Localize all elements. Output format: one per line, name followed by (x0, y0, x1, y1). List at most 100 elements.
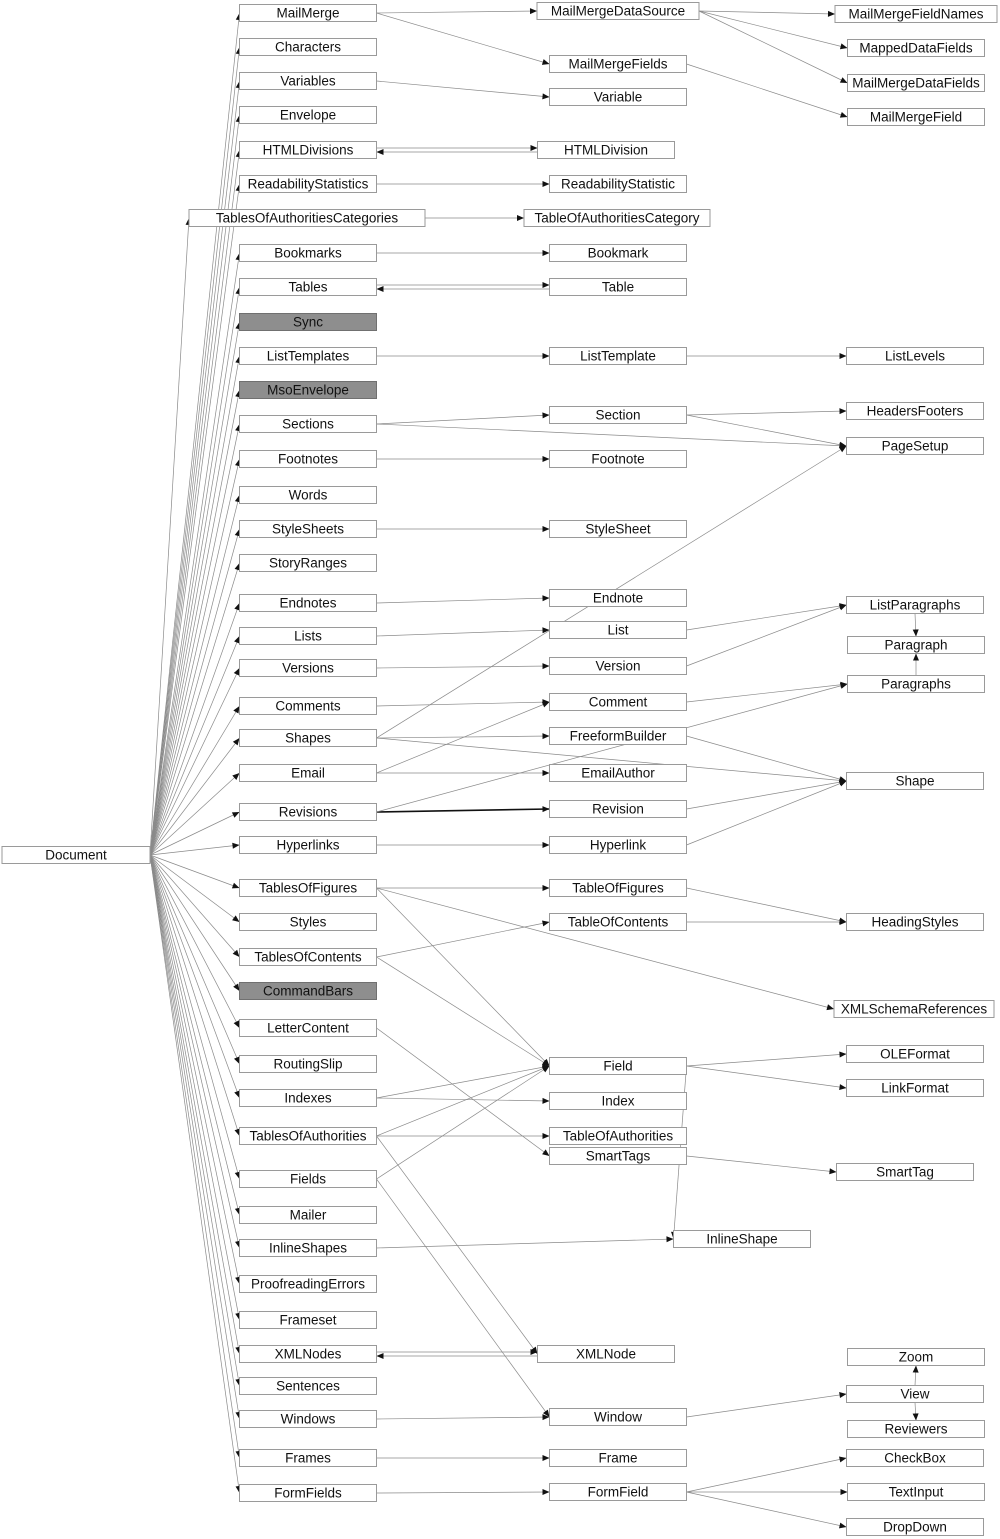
node-command-bars[interactable]: CommandBars (239, 982, 377, 1000)
node-routing-slip[interactable]: RoutingSlip (239, 1055, 377, 1073)
node-section[interactable]: Section (549, 406, 687, 424)
node-words[interactable]: Words (239, 486, 377, 504)
node-windows[interactable]: Windows (239, 1410, 377, 1428)
node-smart-tags[interactable]: SmartTags (549, 1147, 687, 1165)
node-heading-styles[interactable]: HeadingStyles (846, 913, 984, 931)
node-box (239, 175, 377, 193)
node-frameset[interactable]: Frameset (239, 1311, 377, 1329)
node-inline-shape[interactable]: InlineShape (673, 1230, 811, 1248)
node-freeform-builder[interactable]: FreeformBuilder (549, 727, 687, 745)
node-sync[interactable]: Sync (239, 313, 377, 331)
node-bookmarks[interactable]: Bookmarks (239, 244, 377, 262)
node-sentences[interactable]: Sentences (239, 1377, 377, 1395)
node-indexes[interactable]: Indexes (239, 1089, 377, 1107)
node-link-format[interactable]: LinkFormat (846, 1079, 984, 1097)
node-comment[interactable]: Comment (549, 693, 687, 711)
node-variable[interactable]: Variable (549, 88, 687, 106)
node-mail-merge-fields[interactable]: MailMergeFields (549, 55, 687, 73)
node-email[interactable]: Email (239, 764, 377, 782)
node-shape[interactable]: Shape (846, 772, 984, 790)
node-list-levels[interactable]: ListLevels (846, 347, 984, 365)
node-hyperlink[interactable]: Hyperlink (549, 836, 687, 854)
node-xml-schema-references[interactable]: XMLSchemaReferences (833, 1000, 995, 1018)
node-xml-node[interactable]: XMLNode (537, 1345, 675, 1363)
node-endnotes[interactable]: Endnotes (239, 594, 377, 612)
node-frame[interactable]: Frame (549, 1449, 687, 1467)
node-sections[interactable]: Sections (239, 415, 377, 433)
node-table-of-authorities-category[interactable]: TableOfAuthoritiesCategory (523, 209, 711, 227)
node-characters[interactable]: Characters (239, 38, 377, 56)
node-list-templates[interactable]: ListTemplates (239, 347, 377, 365)
node-table-of-authorities[interactable]: TableOfAuthorities (549, 1127, 687, 1145)
node-document[interactable]: Document (1, 846, 151, 864)
node-tables[interactable]: Tables (239, 278, 377, 296)
node-hyperlinks[interactable]: Hyperlinks (239, 836, 377, 854)
node-comments[interactable]: Comments (239, 697, 377, 715)
node-form-fields[interactable]: FormFields (239, 1484, 377, 1502)
node-frames[interactable]: Frames (239, 1449, 377, 1467)
node-proofreading-errors[interactable]: ProofreadingErrors (239, 1275, 377, 1293)
node-ole-format[interactable]: OLEFormat (846, 1045, 984, 1063)
node-email-author[interactable]: EmailAuthor (549, 764, 687, 782)
node-text-input[interactable]: TextInput (847, 1483, 985, 1501)
node-variables[interactable]: Variables (239, 72, 377, 90)
node-mail-merge-field-names[interactable]: MailMergeFieldNames (834, 5, 998, 23)
node-mail-merge-field[interactable]: MailMergeField (847, 108, 985, 126)
node-xml-nodes[interactable]: XMLNodes (239, 1345, 377, 1363)
node-version[interactable]: Version (549, 657, 687, 675)
node-readability-statistics[interactable]: ReadabilityStatistics (239, 175, 377, 193)
node-mail-merge-data-fields[interactable]: MailMergeDataFields (847, 74, 985, 92)
node-table-of-figures[interactable]: TableOfFigures (549, 879, 687, 897)
node-style-sheet[interactable]: StyleSheet (549, 520, 687, 538)
node-revision[interactable]: Revision (549, 800, 687, 818)
node-fields[interactable]: Fields (239, 1170, 377, 1188)
node-window[interactable]: Window (549, 1408, 687, 1426)
node-readability-statistic[interactable]: ReadabilityStatistic (549, 175, 687, 193)
node-inline-shapes[interactable]: InlineShapes (239, 1239, 377, 1257)
node-revisions[interactable]: Revisions (239, 803, 377, 821)
node-check-box[interactable]: CheckBox (846, 1449, 984, 1467)
node-zoom[interactable]: Zoom (847, 1348, 985, 1366)
node-list-template[interactable]: ListTemplate (549, 347, 687, 365)
node-tables-of-authorities-categories[interactable]: TablesOfAuthoritiesCategories (188, 209, 426, 227)
node-reviewers[interactable]: Reviewers (847, 1420, 985, 1438)
node-drop-down[interactable]: DropDown (846, 1518, 984, 1536)
node-view[interactable]: View (846, 1385, 984, 1403)
node-story-ranges[interactable]: StoryRanges (239, 554, 377, 572)
node-html-divisions[interactable]: HTMLDivisions (239, 141, 377, 159)
node-letter-content[interactable]: LetterContent (239, 1019, 377, 1037)
node-endnote[interactable]: Endnote (549, 589, 687, 607)
node-bookmark[interactable]: Bookmark (549, 244, 687, 262)
node-mailer[interactable]: Mailer (239, 1206, 377, 1224)
node-index[interactable]: Index (549, 1092, 687, 1110)
node-tables-of-contents[interactable]: TablesOfContents (239, 948, 377, 966)
node-versions[interactable]: Versions (239, 659, 377, 677)
node-lists[interactable]: Lists (239, 627, 377, 645)
node-shapes[interactable]: Shapes (239, 729, 377, 747)
node-mso-envelope[interactable]: MsoEnvelope (239, 381, 377, 399)
node-list[interactable]: List (549, 621, 687, 639)
node-style-sheets[interactable]: StyleSheets (239, 520, 377, 538)
arrowhead-xml-nodes (376, 1353, 384, 1359)
node-paragraphs[interactable]: Paragraphs (847, 675, 985, 693)
node-tables-of-figures[interactable]: TablesOfFigures (239, 879, 377, 897)
node-footnotes[interactable]: Footnotes (239, 450, 377, 468)
node-html-division[interactable]: HTMLDivision (537, 141, 675, 159)
node-mail-merge-data-source[interactable]: MailMergeDataSource (536, 2, 700, 20)
node-label: Sections (282, 417, 334, 432)
node-headers-footers[interactable]: HeadersFooters (846, 402, 984, 420)
node-table[interactable]: Table (549, 278, 687, 296)
node-paragraph[interactable]: Paragraph (847, 636, 985, 654)
node-mail-merge[interactable]: MailMerge (239, 4, 377, 22)
node-field[interactable]: Field (549, 1057, 687, 1075)
node-footnote[interactable]: Footnote (549, 450, 687, 468)
node-smart-tag[interactable]: SmartTag (836, 1163, 974, 1181)
node-styles[interactable]: Styles (239, 913, 377, 931)
node-form-field[interactable]: FormField (549, 1483, 687, 1501)
node-page-setup[interactable]: PageSetup (846, 437, 984, 455)
node-tables-of-authorities[interactable]: TablesOfAuthorities (239, 1127, 377, 1145)
node-envelope[interactable]: Envelope (239, 106, 377, 124)
node-list-paragraphs[interactable]: ListParagraphs (846, 596, 984, 614)
node-table-of-contents[interactable]: TableOfContents (549, 913, 687, 931)
node-mapped-data-fields[interactable]: MappedDataFields (847, 39, 985, 57)
